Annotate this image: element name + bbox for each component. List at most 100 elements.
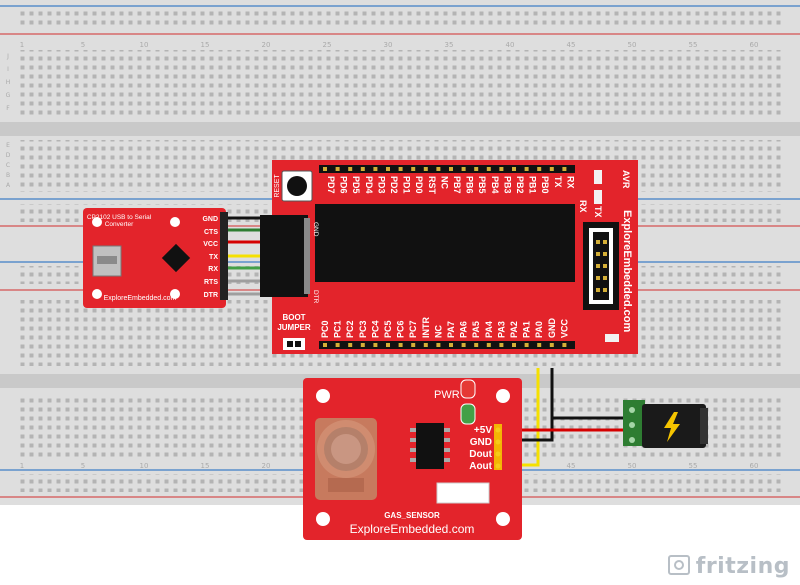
header-pin [562,343,567,347]
comparator-ic [410,423,450,469]
avr-top-pin-label: PD4 [364,176,374,194]
status-led-green [460,403,476,425]
avr-top-pin-label: PB4 [490,176,500,194]
header-pin [512,167,516,171]
column-number: 45 [567,41,576,49]
column-number: 10 [140,41,149,49]
column-number: 5 [81,41,85,49]
isp-pin [596,264,600,268]
avr-bottom-pin-label: PC4 [370,320,380,338]
column-number: 1 [20,41,24,49]
header-pin [512,343,516,347]
usb-pin-label: RX [208,266,218,273]
mount-hole [496,389,510,403]
header-pin [348,343,353,347]
isp-pin [596,240,600,244]
header-pin [373,343,378,347]
usb-pin-label: DTR [204,292,218,299]
usb-serial-title: CP2102 USB to Serial [87,214,152,221]
avr-bottom-pin-label: INTR [421,317,431,338]
usb-serial-header [220,212,228,300]
usb-pin-label: VCC [203,241,218,248]
avr-bottom-pin-label: PC2 [345,320,355,338]
column-number: 20 [262,462,271,470]
avr-serial-header [260,215,308,297]
column-number: 55 [689,462,698,470]
header-pin [398,167,403,171]
column-number: 60 [750,462,759,470]
sensor-pin-label: Aout [469,461,492,472]
header-pin [486,167,491,171]
header-pin [549,167,554,171]
header-pin [360,343,365,347]
center-channel [0,122,800,136]
boot-jumper[interactable] [283,338,305,350]
column-number: 40 [506,41,515,49]
header-pin [411,343,416,347]
mount-hole [92,289,102,299]
header-pin [499,167,504,171]
row-letter: J [6,53,9,60]
row-letter: A [6,182,11,189]
column-number: 15 [201,462,210,470]
header-pin [423,167,428,171]
column-number: 45 [567,462,576,470]
watermark-text: fritzing [695,554,790,579]
column-number: 60 [750,41,759,49]
power-jack [623,400,708,448]
sensor-pin-label: GND [470,437,492,448]
microcontroller-chip [315,204,575,282]
usb-pin-label: RTS [204,279,218,286]
header-pin [360,167,365,171]
top-power-rail [0,5,800,35]
header-pin [461,343,466,347]
avr-bottom-pin-label: PC7 [408,320,418,338]
fritzing-watermark: fritzing [667,554,790,579]
isp-pin [596,288,600,292]
avr-bottom-pin-label: PA2 [509,321,519,338]
avr-bottom-pin-label: VCC [559,318,569,338]
header-pin [537,167,542,171]
header-pin [436,343,441,347]
header-pin [549,343,554,347]
usb-pin-label: TX [209,254,218,261]
header-pin [524,167,529,171]
mount-hole [170,289,180,299]
header-pin [423,343,428,347]
mount-hole [170,217,180,227]
avr-top-pin-label: PD7 [326,176,336,194]
header-pin [411,167,416,171]
header-pin [499,343,504,347]
header-pin [449,343,453,347]
column-number: 55 [689,41,698,49]
gnd-label: GND [312,222,319,237]
header-pin [449,167,453,171]
tx-label: TX [593,206,603,218]
column-number: 10 [140,462,149,470]
avr-top-pin-label: NC [439,176,449,189]
header-pin [524,343,529,347]
tx-led [594,190,602,204]
column-number: 25 [323,41,332,49]
pwr-led-pad [605,334,619,342]
avr-label: AVR [621,170,631,189]
avr-top-header [319,165,575,173]
usb-serial-board: CP2102 USB to Serial Converter ExploreEm… [83,208,228,308]
avr-top-pin-label: PB6 [465,176,475,194]
avr-bottom-pin-label: PC6 [396,320,406,338]
avr-bottom-pin-label: PC1 [333,320,343,338]
row-letter: E [6,142,10,149]
avr-top-pin-label: PD0 [414,176,424,194]
jumper-label: JUMPER [277,323,311,332]
avr-bottom-pin-label: PC3 [358,320,368,338]
avr-bottom-pin-label: PA4 [484,321,494,338]
row-letter: F [6,105,10,112]
row-letter: H [6,79,11,86]
avr-top-pin-label: PD2 [389,176,399,194]
rx-led [594,170,602,184]
potentiometer[interactable] [436,482,490,504]
gas-sensor-brand: ExploreEmbedded.com [350,522,475,536]
